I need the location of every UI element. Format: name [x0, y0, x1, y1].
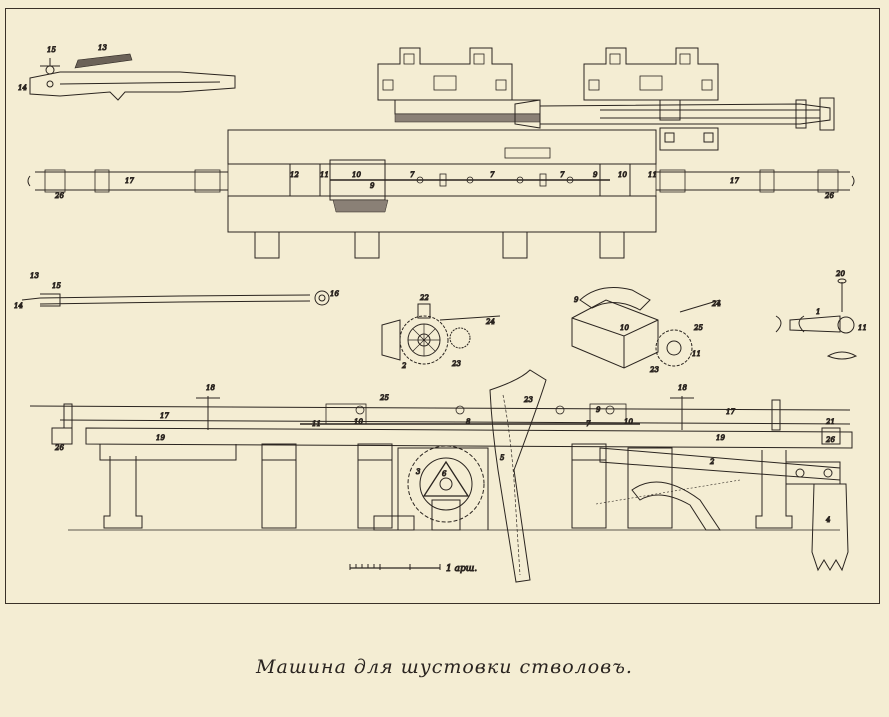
label-11-right: 11 [648, 171, 657, 179]
label-20: 20 [835, 270, 845, 278]
label-24-carriage: 24 [711, 300, 721, 308]
label-17-left: 17 [125, 177, 134, 185]
label-10-elev-left: 10 [354, 418, 363, 426]
label-14: 14 [18, 84, 27, 92]
label-1-clamp: 1 [816, 308, 820, 316]
label-14-rod: 14 [14, 302, 23, 310]
plate-caption: Машина для шустовки стволовъ. [256, 656, 633, 678]
label-17-elev-left: 17 [160, 412, 169, 420]
label-11-clamp: 11 [858, 324, 867, 332]
label-19-right: 19 [716, 434, 725, 442]
label-10-carriage: 10 [620, 324, 629, 332]
detail-clamp: 20 1 11 [775, 270, 867, 360]
label-2-gear: 2 [401, 362, 407, 370]
label-4: 4 [825, 516, 830, 524]
scale-label: 1 арш. [446, 564, 477, 574]
label-5: 5 [500, 454, 505, 462]
label-22: 22 [419, 294, 429, 302]
label-26-left: 26 [54, 192, 64, 200]
label-2-elev: 2 [709, 458, 715, 466]
label-9-right: 9 [593, 171, 598, 179]
label-7c: 7 [560, 171, 565, 179]
label-23-carriage: 23 [649, 366, 659, 374]
plate-border [5, 8, 880, 604]
label-17-right: 17 [730, 177, 739, 185]
label-9-left: 9 [370, 182, 375, 190]
top-brackets [377, 47, 835, 151]
label-12: 12 [290, 171, 299, 179]
label-23-elev: 23 [523, 396, 533, 404]
label-10-elev-right: 10 [624, 418, 633, 426]
label-9-elev: 9 [596, 406, 601, 414]
label-9-carriage: 9 [574, 296, 579, 304]
plan-view-bench: 17 12 11 10 9 7 7 7 9 10 11 17 26 26 [27, 129, 855, 259]
label-13: 13 [98, 44, 107, 52]
label-24: 24 [485, 318, 495, 326]
label-15-rod: 15 [52, 282, 61, 290]
label-26-right: 26 [824, 192, 834, 200]
label-16: 16 [330, 290, 339, 298]
label-11-elev: 11 [312, 420, 321, 428]
label-18-left: 18 [206, 384, 215, 392]
label-10-left: 10 [352, 171, 361, 179]
label-15: 15 [47, 46, 56, 54]
detail-tool-piece: 15 13 14 [18, 44, 236, 101]
label-19-left: 19 [156, 434, 165, 442]
label-21: 21 [825, 418, 835, 426]
label-13-rod: 13 [30, 272, 39, 280]
label-26-elev-left: 26 [54, 444, 64, 452]
label-6: 6 [442, 470, 447, 478]
label-26-elev-right: 26 [825, 436, 835, 444]
label-25-carriage: 25 [693, 324, 703, 332]
detail-rod: 13 15 14 16 [14, 272, 340, 311]
label-7-elev: 7 [586, 420, 591, 428]
label-10-right: 10 [618, 171, 627, 179]
label-8: 8 [466, 418, 471, 426]
detail-carriage: 9 24 10 25 11 23 [571, 287, 721, 375]
scale-bar: 1 арш. [349, 564, 478, 575]
label-25-elev: 25 [379, 394, 389, 402]
label-7a: 7 [410, 171, 415, 179]
label-18-right: 18 [678, 384, 687, 392]
label-23-gear: 23 [451, 360, 461, 368]
detail-gear: 22 24 2 23 [381, 294, 501, 371]
label-7b: 7 [490, 171, 495, 179]
label-17-elev-right: 17 [726, 408, 735, 416]
label-11-left: 11 [320, 171, 329, 179]
side-elevation: 18 17 19 26 25 11 10 8 23 7 9 10 18 17 1… [29, 369, 853, 583]
label-11-carriage: 11 [692, 350, 701, 358]
label-3: 3 [416, 468, 421, 476]
